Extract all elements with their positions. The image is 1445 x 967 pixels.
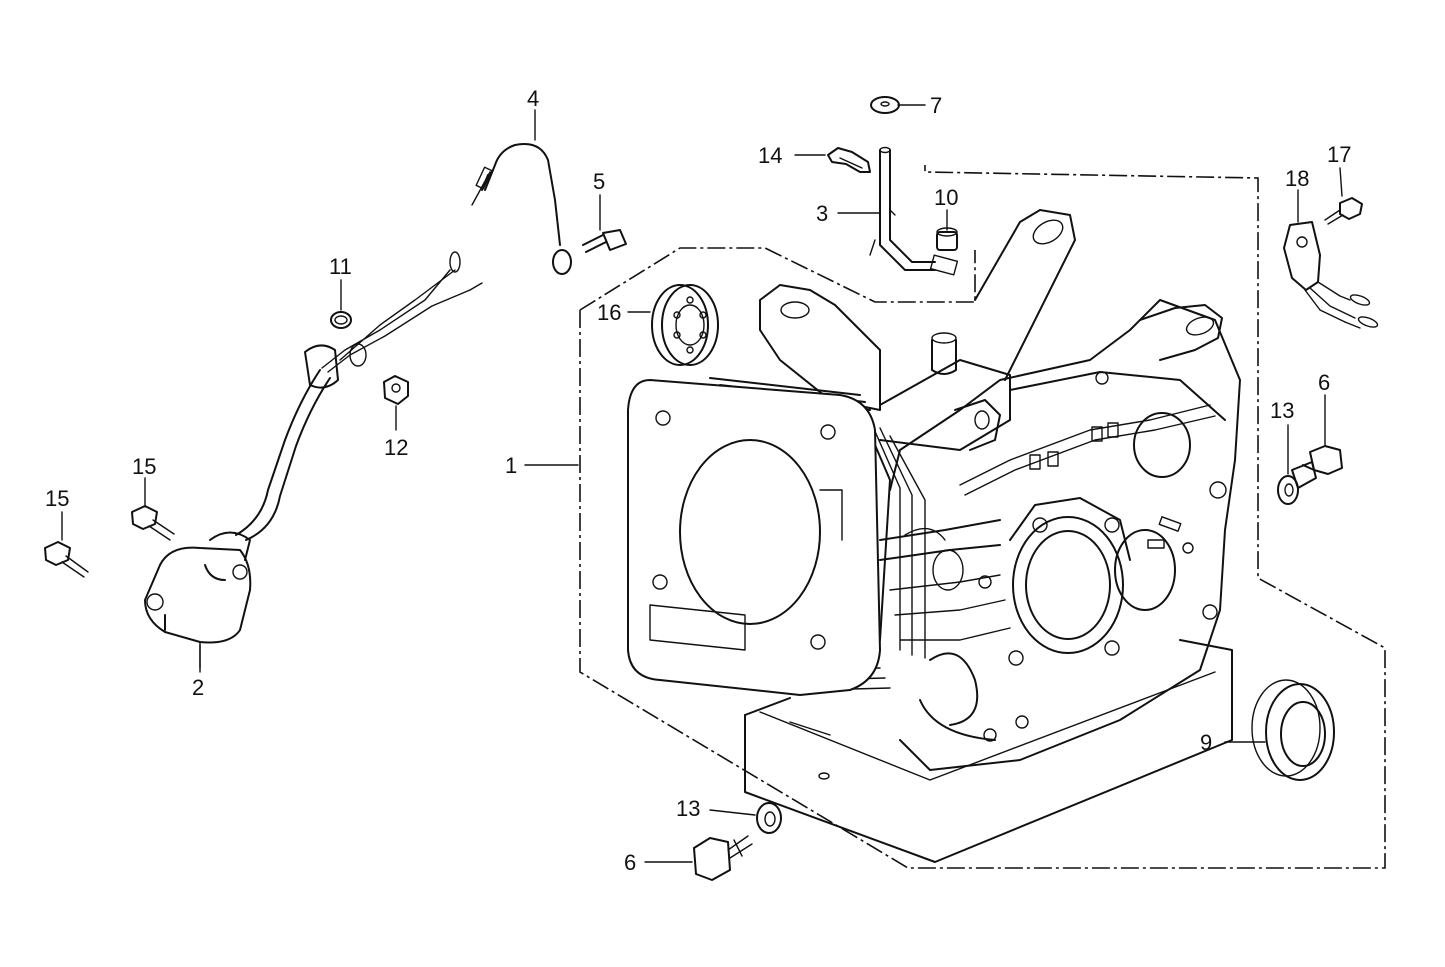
callout-15-right: 15 xyxy=(132,454,156,479)
oil-seal-9[interactable] xyxy=(1251,679,1335,781)
bearing-16[interactable] xyxy=(651,284,719,366)
callout-labels: 1 2 3 4 5 6 6 7 9 10 11 12 13 13 14 15 1… xyxy=(45,86,1351,875)
leader-lines xyxy=(61,104,1343,863)
screw-17[interactable] xyxy=(1324,197,1363,225)
crankcase-cylinder-block[interactable] xyxy=(627,209,1241,863)
washer-13-lower[interactable] xyxy=(756,802,782,834)
callout-7: 7 xyxy=(930,93,942,118)
washer-7[interactable] xyxy=(870,96,900,114)
oil-alert-unit-18[interactable] xyxy=(1283,221,1379,329)
o-ring-11[interactable] xyxy=(330,311,352,329)
ignition-coil[interactable] xyxy=(144,251,483,669)
washer-13-right[interactable] xyxy=(1277,475,1299,505)
callout-16: 16 xyxy=(597,300,621,325)
callout-6-lower: 6 xyxy=(624,850,636,875)
callout-10: 10 xyxy=(934,185,958,210)
grommet-10[interactable] xyxy=(936,227,958,251)
callout-17: 17 xyxy=(1327,142,1351,167)
ground-lead-wire[interactable] xyxy=(471,143,572,275)
callout-3: 3 xyxy=(816,201,828,226)
wire-clip-14[interactable] xyxy=(827,147,871,173)
callout-9: 9 xyxy=(1200,730,1212,755)
callout-15-left: 15 xyxy=(45,486,69,511)
callout-6-right: 6 xyxy=(1318,370,1330,395)
callout-11: 11 xyxy=(329,254,352,279)
callout-1: 1 xyxy=(505,453,517,478)
callout-5: 5 xyxy=(593,169,605,194)
callout-12: 12 xyxy=(384,435,408,460)
callout-13-lower: 13 xyxy=(676,796,700,821)
nut-12[interactable] xyxy=(383,375,409,405)
callout-14: 14 xyxy=(758,143,782,168)
flange-bolt-6-right[interactable] xyxy=(1291,445,1343,489)
assembly-boundary xyxy=(579,165,1386,869)
callout-18: 18 xyxy=(1285,166,1309,191)
callout-4: 4 xyxy=(527,86,539,111)
flange-bolt-6-lower[interactable] xyxy=(693,835,753,881)
screw-15-left[interactable] xyxy=(44,541,89,578)
callout-2: 2 xyxy=(192,675,204,700)
callout-13-right: 13 xyxy=(1270,398,1294,423)
oil-level-switch-rod[interactable] xyxy=(869,146,959,276)
screw-15-right[interactable] xyxy=(131,505,175,541)
bolt-5[interactable] xyxy=(582,229,627,253)
